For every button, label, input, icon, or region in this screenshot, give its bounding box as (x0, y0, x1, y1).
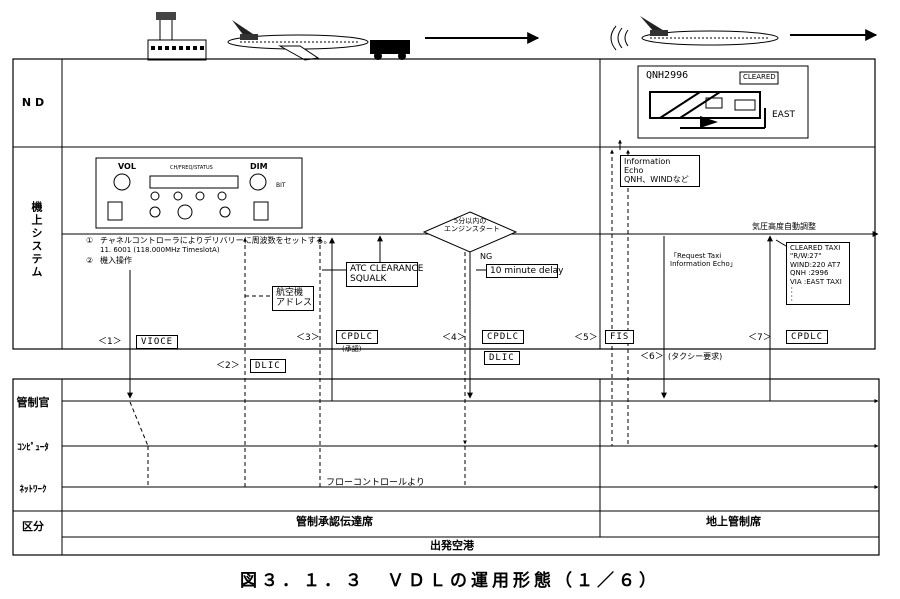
nd-display (637, 65, 809, 139)
msg4-tag: CPDLC (482, 330, 525, 344)
nd-qnh: QNH2996 (646, 70, 689, 81)
note1-num: ① (86, 236, 94, 245)
msg2-num: ＜2＞ (216, 361, 240, 371)
figure-caption: 図３．１．３ ＶＤＬの運用形態（１／６） (240, 571, 660, 591)
msg4-num: ＜4＞ (442, 333, 466, 343)
panel-vol: VOL (118, 162, 136, 171)
lower-frame (12, 378, 880, 556)
row-label-category: 区分 (22, 520, 44, 533)
msg5-tag: FIS (605, 330, 635, 344)
msg6-num: ＜6＞ (640, 352, 664, 362)
row-label-onboard: 機上システム (30, 201, 43, 279)
baro-adjust-text: 気圧高度自動調整 (752, 222, 816, 231)
msg3-num: ＜3＞ (296, 333, 320, 343)
upper-frame (12, 58, 876, 350)
msg1-num: ＜1＞ (98, 337, 122, 347)
taxi-clearance-box: CLEARED TAXI"R/W:27"WIND:220 AT7 QNH :29… (786, 242, 850, 305)
panel-dim: DIM (250, 162, 268, 171)
section-left: 管制承認伝達席 (296, 515, 373, 528)
row-label-computer: ｺﾝﾋﾟｭｰﾀ (17, 443, 49, 453)
note1-freq: 11. 6001 (118.000MHz TimeslotA) (100, 246, 220, 254)
aircraft-taxi-icon (610, 16, 779, 51)
msg7-tag: CPDLC (786, 330, 829, 344)
engine-start-text: 5分以内のエンジンスタート (444, 217, 500, 234)
row-label-nd: N D (21, 96, 45, 109)
panel-bit: BIT (276, 182, 286, 189)
msg4-tag2: DLIC (484, 351, 520, 365)
nd-east: EAST (772, 110, 796, 120)
control-tower-icon (147, 12, 207, 61)
nd-cleared: CLEARED (743, 73, 776, 81)
row-label-controller: 管制官 (16, 396, 50, 409)
delay-box: 10 minute delay (486, 264, 564, 279)
msg3-note: (承認) (342, 345, 362, 353)
note1: チャネルコントローラによりデリバリーに周波数をセットする。 (100, 236, 332, 245)
aircraft-icon (227, 20, 410, 61)
section-right: 地上管制席 (706, 515, 761, 528)
msg6-note: (タクシー要求) (668, 352, 723, 361)
msg5-num: ＜5＞ (574, 333, 598, 343)
note2-num: ② (86, 256, 94, 265)
msg2-tag: DLIC (250, 359, 286, 373)
flow-control-label: フローコントロールより (326, 478, 425, 488)
section-bottom: 出発空港 (430, 539, 474, 552)
note2: 機入操作 (100, 256, 132, 265)
panel-status: CH/FREQ/STATUS (170, 165, 213, 171)
row-label-network: ﾈｯﾄﾜｰｸ (19, 485, 47, 495)
aircraft-address-box: 航空機アドレス (272, 286, 314, 311)
msg3-tag: CPDLC (336, 330, 379, 344)
msg1-tag: VIOCE (136, 335, 179, 349)
msg7-num: ＜7＞ (748, 333, 772, 343)
ng-label: NG (480, 252, 493, 261)
